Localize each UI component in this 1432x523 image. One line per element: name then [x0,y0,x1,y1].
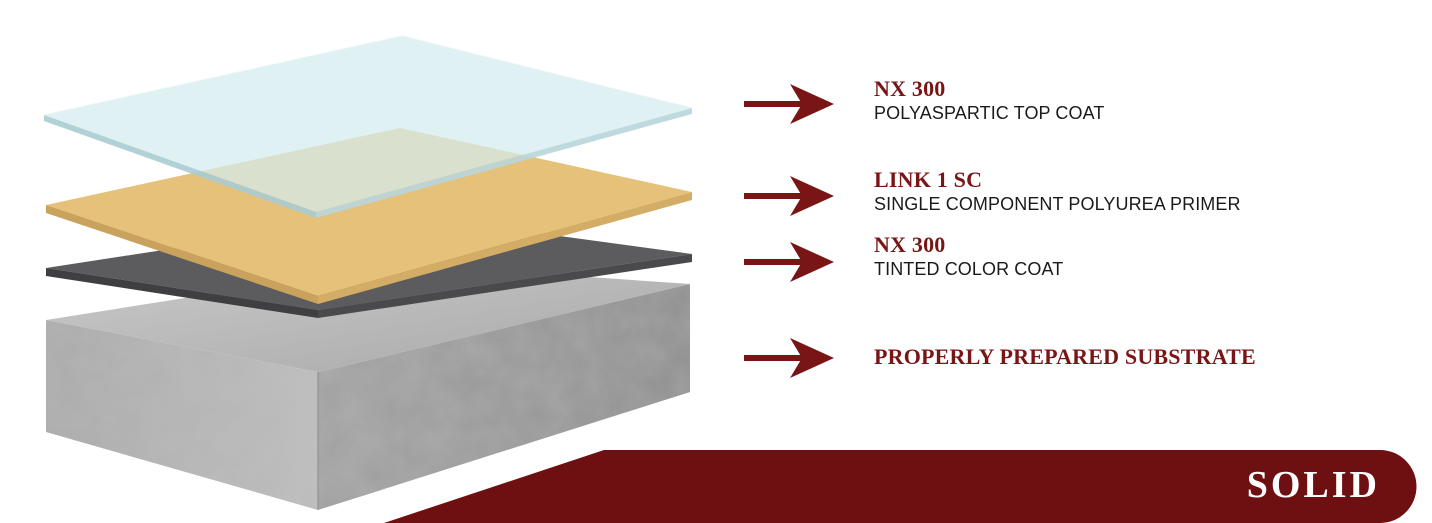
layer-title: LINK 1 SC [874,167,983,192]
arrow-right-icon [744,176,834,216]
layer-title: NX 300 [874,232,946,257]
top-coat-label: NX 300 POLYASPARTIC TOP COAT [874,76,1105,124]
banner-label: SOLID [1246,464,1380,506]
substrate-layer [46,264,690,510]
arrow-right-icon [744,84,834,124]
layer-title: NX 300 [874,76,946,101]
substrate-label: PROPERLY PREPARED SUBSTRATE [874,344,1256,370]
arrow-right-icon [744,242,834,282]
top-coat-layer [43,35,693,218]
primer-label: LINK 1 SC SINGLE COMPONENT POLYUREA PRIM… [874,167,1241,215]
layer-title: PROPERLY PREPARED SUBSTRATE [874,344,1256,369]
arrow-right-icon [744,338,834,378]
color-coat-label: NX 300 TINTED COLOR COAT [874,232,1063,280]
solid-banner [384,450,1417,523]
layer-subtitle: TINTED COLOR COAT [874,259,1064,279]
layer-subtitle: POLYASPARTIC TOP COAT [874,103,1105,123]
layer-subtitle: SINGLE COMPONENT POLYUREA PRIMER [874,194,1241,214]
